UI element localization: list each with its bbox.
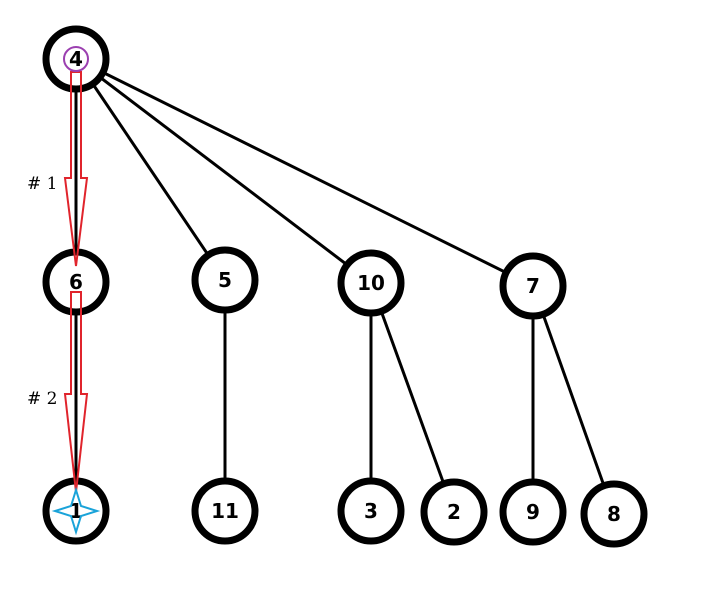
node-1: 1	[42, 477, 110, 545]
node-label: 3	[364, 499, 378, 523]
edge-4-5	[74, 58, 227, 281]
edge-4-10	[75, 57, 372, 285]
node-label: 10	[357, 271, 385, 295]
four-point-star-icon	[51, 486, 101, 536]
edge-4-7	[75, 57, 534, 288]
node-9: 9	[499, 478, 567, 546]
node-7: 7	[499, 252, 567, 320]
path-arrow-step-1	[63, 71, 89, 267]
node-2: 2	[420, 478, 488, 546]
node-label: 1	[69, 499, 83, 523]
node-10: 10	[337, 249, 405, 317]
node-label: 7	[526, 274, 540, 298]
node-8: 8	[580, 480, 648, 548]
path-arrow-step-2	[63, 291, 89, 493]
node-4: 4	[42, 25, 110, 93]
node-11: 11	[191, 477, 259, 545]
circle-icon	[63, 46, 89, 72]
edges	[74, 57, 616, 515]
edge-10-2	[369, 282, 456, 513]
step-label-2: # 2	[27, 389, 57, 409]
edge-7-8	[531, 285, 616, 515]
node-label: 9	[526, 500, 540, 524]
node-3: 3	[337, 477, 405, 545]
node-label: 4	[69, 47, 83, 71]
node-6: 6	[42, 248, 110, 316]
node-label: 6	[69, 270, 83, 294]
node-5: 5	[191, 246, 259, 314]
node-label: 2	[447, 500, 461, 524]
step-label-1: # 1	[27, 174, 57, 194]
node-label: 5	[218, 268, 232, 292]
node-label: 11	[211, 499, 239, 523]
node-label: 8	[607, 502, 621, 526]
